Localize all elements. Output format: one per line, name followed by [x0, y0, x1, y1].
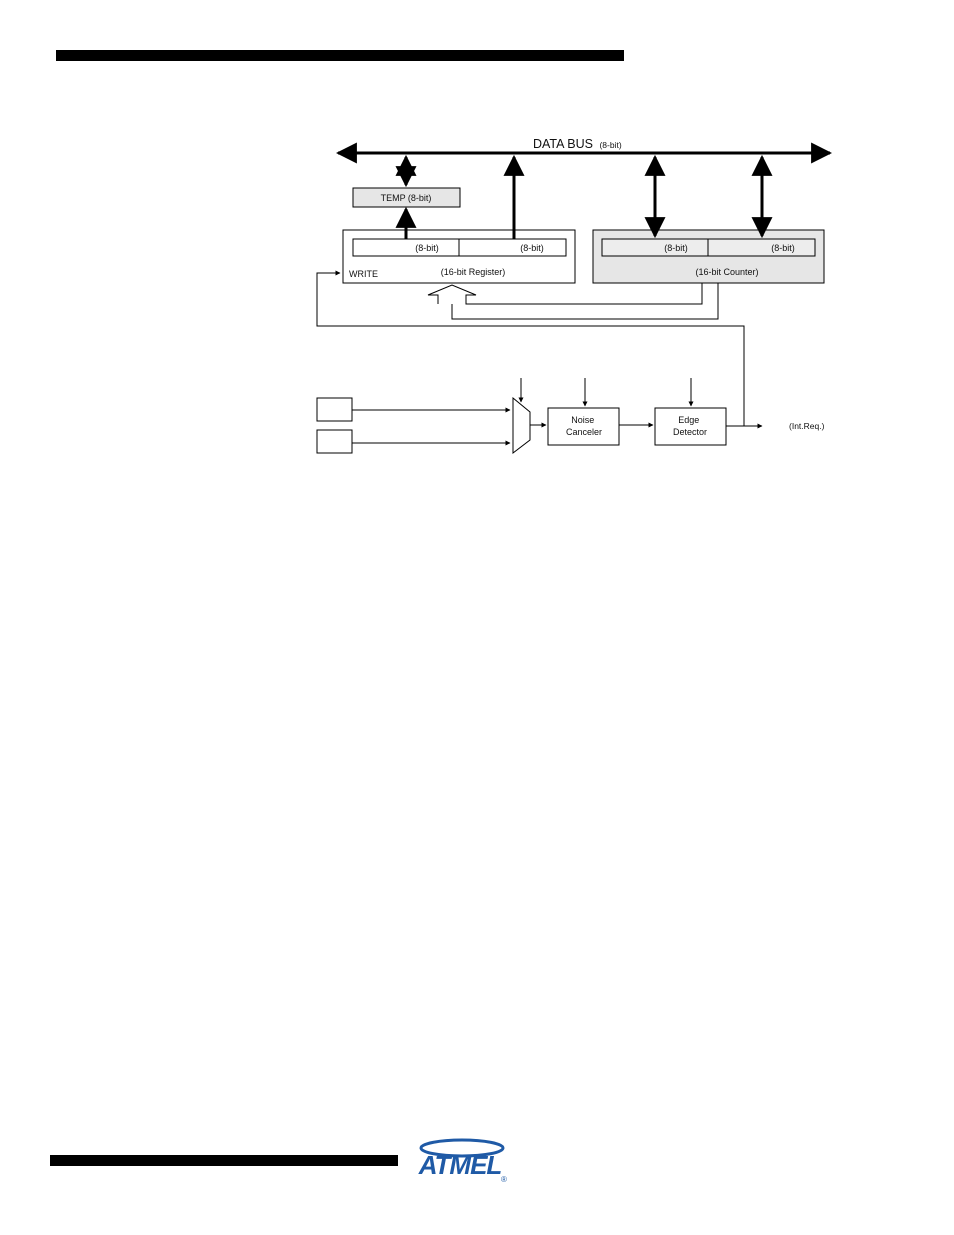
register-caption: (16-bit Register) [441, 267, 506, 277]
register-low-label: (8-bit) [520, 243, 544, 253]
data-bus-label: DATA BUS [533, 137, 593, 151]
int-req-label: (Int.Req.) [789, 421, 825, 431]
register-low-byte [458, 238, 567, 257]
counter-copy-path [427, 283, 719, 320]
input-pin-box-1 [316, 397, 353, 422]
svg-text:Noise Canceler: Noise Canceler [566, 415, 602, 437]
counter-low-byte [707, 238, 816, 257]
footer-bar [50, 1155, 398, 1166]
counter-low-label: (8-bit) [771, 243, 795, 253]
write-feedback-line [316, 270, 745, 426]
logo-swoosh [419, 1138, 505, 1158]
input-multiplexer [512, 396, 531, 455]
temp-register-label: TEMP (8-bit) [381, 193, 432, 203]
svg-text:DATA BUS (8-bit): DATA BUS (8-bit) [533, 137, 622, 151]
write-label: WRITE [349, 269, 378, 279]
edge-detector-box [654, 407, 727, 446]
data-bus-width-label: (8-bit) [599, 140, 621, 150]
svg-text:Edge Detector: Edge Detector [673, 415, 707, 437]
counter-high-byte [601, 238, 709, 257]
edge-detector-label-line1: Edge [678, 415, 699, 425]
register-high-label: (8-bit) [415, 243, 439, 253]
noise-canceler-box [547, 407, 620, 446]
counter-high-label: (8-bit) [664, 243, 688, 253]
logo-wordmark: ATMEL [418, 1150, 502, 1180]
atmel-logo: ATMEL ® [418, 1138, 507, 1184]
noise-canceler-label-line1: Noise [571, 415, 594, 425]
edge-detector-label-line2: Detector [673, 427, 707, 437]
register-high-byte [352, 238, 460, 257]
counter-caption: (16-bit Counter) [695, 267, 758, 277]
input-pin-box-2 [316, 429, 353, 454]
logo-registered-mark: ® [501, 1175, 507, 1184]
noise-canceler-label-line2: Canceler [566, 427, 602, 437]
header-bar [56, 50, 624, 61]
